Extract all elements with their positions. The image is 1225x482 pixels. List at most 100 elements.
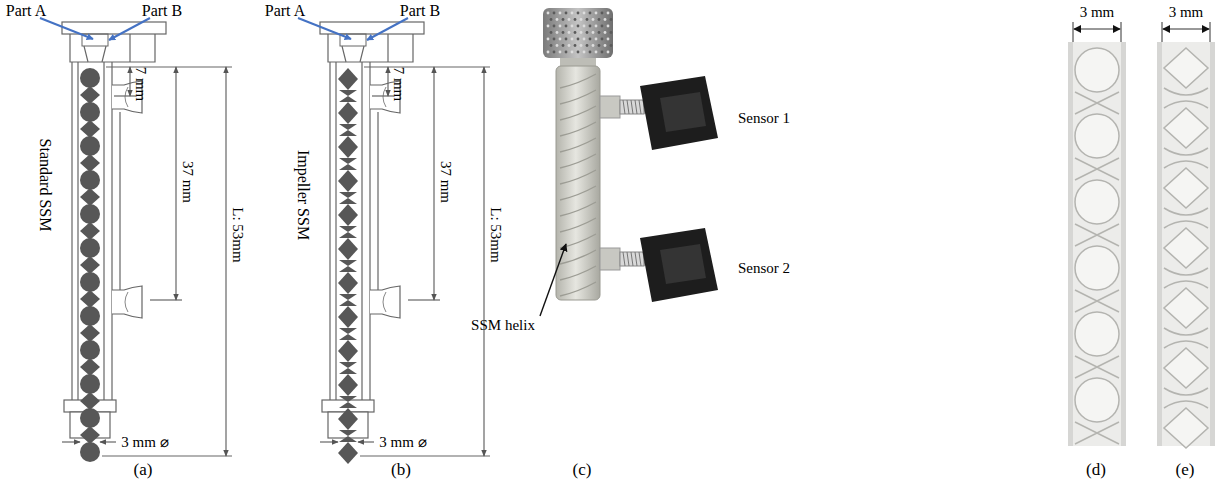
extension-line xyxy=(106,66,232,67)
mixer-elements xyxy=(80,68,100,462)
dimension-label: 37 mm xyxy=(180,161,197,203)
helix-texture xyxy=(560,186,596,200)
mixer-element xyxy=(339,294,357,300)
mixer-element xyxy=(338,136,358,158)
extension-line xyxy=(1210,22,1211,42)
spring-coil xyxy=(631,100,633,114)
panel-label: (a) xyxy=(134,461,153,480)
mixer-name: Standard SSM xyxy=(36,139,54,232)
knurl-dot xyxy=(556,18,559,21)
knurl-dot xyxy=(550,31,553,34)
knurl-dot xyxy=(601,51,604,54)
cap-detail xyxy=(129,34,130,62)
helix-element xyxy=(1075,312,1119,356)
mixer-element xyxy=(339,430,357,436)
part-label: Part B xyxy=(142,2,182,20)
knurl-dot xyxy=(601,25,604,28)
knurl-dot xyxy=(583,25,586,28)
helix-element xyxy=(1075,356,1119,378)
port-detail xyxy=(383,292,386,312)
knurl-dot xyxy=(604,31,607,34)
cross-section-drawing xyxy=(40,18,232,462)
dimension-arrow xyxy=(62,441,80,442)
part-label: Part A xyxy=(265,2,305,20)
knurl-dot xyxy=(568,18,571,21)
mixer-element xyxy=(80,68,100,88)
spring-fitting xyxy=(620,252,644,266)
dimension-label: 37 mm xyxy=(438,161,455,203)
inlet-funnel xyxy=(342,46,346,62)
mixer-element xyxy=(338,102,358,124)
helix-texture xyxy=(560,122,596,136)
helix-element xyxy=(1164,328,1208,348)
dimension-line xyxy=(433,67,434,300)
mixer-element xyxy=(339,198,357,204)
helix-element xyxy=(1164,388,1208,408)
spring-coil xyxy=(627,252,629,266)
helix-texture xyxy=(560,282,596,296)
inlet-arrow xyxy=(298,18,351,39)
extension-line xyxy=(364,66,490,67)
knurl-dot xyxy=(601,38,604,41)
mixer-element xyxy=(80,170,100,190)
mixer-element xyxy=(338,272,358,294)
knurl-dot xyxy=(607,25,610,28)
helix-element xyxy=(1164,408,1208,448)
dimension-line xyxy=(387,67,388,96)
helix-element xyxy=(1075,246,1119,290)
knurl-dot xyxy=(568,31,571,34)
knurl-dot xyxy=(574,44,577,47)
knurl-dot xyxy=(547,25,550,28)
helix-texture xyxy=(560,250,596,264)
sensor-port xyxy=(112,286,142,318)
knurl-dot xyxy=(589,25,592,28)
mixer-photo xyxy=(540,8,718,316)
knurl-dot xyxy=(565,51,568,54)
helix-texture xyxy=(560,74,596,88)
knurl-dot xyxy=(592,18,595,21)
mixer-element xyxy=(339,158,357,164)
dimension-label: 3 mm xyxy=(1169,4,1204,21)
helix-element xyxy=(1164,268,1208,288)
dimension-arrow xyxy=(100,441,116,442)
dimension-label: L: 53mm xyxy=(230,207,247,262)
helix-element xyxy=(1164,208,1208,228)
mixer-element xyxy=(339,402,357,408)
helix-texture xyxy=(560,90,596,104)
sensor-label: Sensor 2 xyxy=(738,260,790,277)
knurl-dot xyxy=(595,51,598,54)
mixer-element xyxy=(80,154,100,172)
extension-line xyxy=(1121,22,1122,42)
knurl-dot xyxy=(547,12,550,15)
port-detail xyxy=(383,87,386,107)
dimension-arrow xyxy=(358,441,374,442)
knurl-dot xyxy=(604,44,607,47)
knurl-dot xyxy=(571,12,574,15)
mixer-element xyxy=(339,368,357,374)
dimension-label: 3 mm ⌀ xyxy=(121,434,168,451)
knurl-dot xyxy=(565,25,568,28)
knurl-dot xyxy=(595,12,598,15)
photo-ground xyxy=(1068,42,1126,446)
mixer-element xyxy=(339,96,357,102)
knurl-dot xyxy=(586,18,589,21)
sensor-face xyxy=(660,92,706,132)
extension-line xyxy=(372,95,394,96)
knurl-dot xyxy=(562,44,565,47)
mixer-element xyxy=(339,192,357,198)
helix-element xyxy=(1075,422,1119,444)
knurl-dot xyxy=(583,38,586,41)
sensor-body xyxy=(640,228,718,302)
mixer-element xyxy=(80,408,100,428)
leader-line xyxy=(540,244,566,316)
knurl-dot xyxy=(598,44,601,47)
dimension-line xyxy=(225,67,226,456)
mixer-element xyxy=(338,306,358,328)
helix-element xyxy=(1075,158,1119,180)
inlet-funnel xyxy=(360,46,364,62)
knurled-cap xyxy=(543,8,613,58)
knurl-dot xyxy=(556,31,559,34)
knurl-dot xyxy=(604,18,607,21)
helix-element xyxy=(1164,48,1208,88)
